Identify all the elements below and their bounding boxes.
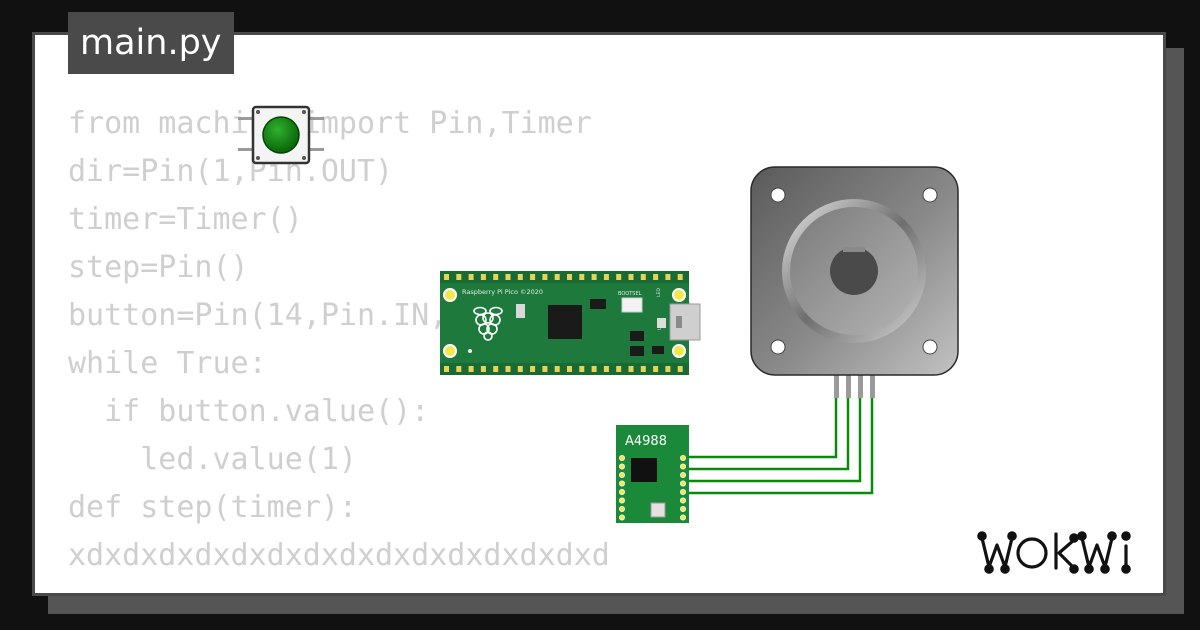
pico-pin <box>579 366 585 372</box>
pico-pin <box>542 366 548 372</box>
pico-pin <box>628 274 634 280</box>
pico-pin <box>616 274 622 280</box>
code-line: xdxdxdxdxdxdxdxdxdxdxdxdxdxdxd <box>68 538 610 573</box>
pico-pin <box>567 274 572 280</box>
pico-pin <box>480 366 486 372</box>
a4988-driver[interactable]: A4988 <box>616 425 689 523</box>
pico-pin <box>480 274 486 280</box>
code-line: def step(timer): <box>68 490 357 525</box>
driver-pin <box>619 463 626 470</box>
pico-pin <box>591 274 597 280</box>
pico-pin <box>554 274 560 280</box>
file-tab-main[interactable]: main.py <box>68 12 234 74</box>
code-line: timer=Timer() <box>68 202 303 237</box>
code-line: led.value(1) <box>68 442 357 477</box>
code-line: step=Pin() <box>68 250 249 285</box>
pico-pin <box>456 274 462 280</box>
driver-pin <box>680 488 687 495</box>
pico-pin <box>567 366 572 372</box>
pico-pin <box>579 274 585 280</box>
code-line: from machine import Pin,Timer <box>68 106 592 141</box>
pushbutton[interactable] <box>238 105 324 165</box>
driver-pin <box>619 514 626 521</box>
pico-pin <box>603 274 609 280</box>
driver-label: A4988 <box>625 434 667 449</box>
led-label: LED <box>656 288 662 297</box>
driver-pin <box>680 471 687 478</box>
pico-pin <box>505 366 511 372</box>
pico-pin <box>640 366 646 372</box>
code-line: dir=Pin(1,Pin.OUT) <box>68 154 394 189</box>
pico-pin <box>517 274 523 280</box>
code-line: if button.value(): <box>68 394 430 429</box>
pico-pin <box>493 366 499 372</box>
pico-pin <box>468 366 474 372</box>
pico-board[interactable]: Raspberry Pi Pico ©2020 BOOTSEL LED USB <box>440 271 701 375</box>
driver-pin <box>680 505 687 512</box>
pico-pin <box>677 274 683 280</box>
pico-pin <box>468 274 474 280</box>
driver-pin <box>680 480 687 487</box>
pico-pin <box>603 366 609 372</box>
pico-pin <box>444 274 449 280</box>
pico-pin <box>444 366 449 372</box>
pico-pin <box>665 274 671 280</box>
driver-pin <box>619 488 626 495</box>
driver-pin <box>680 463 687 470</box>
pico-pin <box>530 274 536 280</box>
pico-board-label: Raspberry Pi Pico ©2020 <box>462 288 543 296</box>
code-preview: from machine import Pin,Timer dir=Pin(1,P… <box>68 100 700 580</box>
pico-pin <box>505 274 511 280</box>
pico-pin <box>640 274 646 280</box>
driver-pin <box>619 505 626 512</box>
pushbutton-icon[interactable] <box>262 116 300 154</box>
driver-pin <box>619 497 626 504</box>
bootsel-label: BOOTSEL <box>618 291 642 297</box>
driver-pin <box>619 454 626 461</box>
pico-pin <box>665 366 671 372</box>
pico-pin <box>530 366 536 372</box>
pico-pin <box>456 366 462 372</box>
driver-pin <box>680 454 687 461</box>
pico-pin <box>653 274 659 280</box>
code-line: while True: <box>68 346 267 381</box>
driver-wires <box>688 398 874 495</box>
stepper-motor-icon[interactable] <box>750 166 959 398</box>
driver-pin <box>619 480 626 487</box>
driver-pin <box>680 514 687 521</box>
pico-pin <box>616 366 622 372</box>
pico-pin <box>554 366 560 372</box>
raspberry-logo-icon <box>473 306 503 341</box>
driver-pin <box>619 471 626 478</box>
pico-pin <box>591 366 597 372</box>
pico-pin <box>677 366 683 372</box>
wokwi-logo <box>977 531 1131 574</box>
pico-pin <box>653 366 659 372</box>
driver-pin <box>680 497 687 504</box>
pico-pin <box>542 274 548 280</box>
pico-pin <box>517 366 523 372</box>
pico-pin <box>628 366 634 372</box>
pico-pin <box>493 274 499 280</box>
